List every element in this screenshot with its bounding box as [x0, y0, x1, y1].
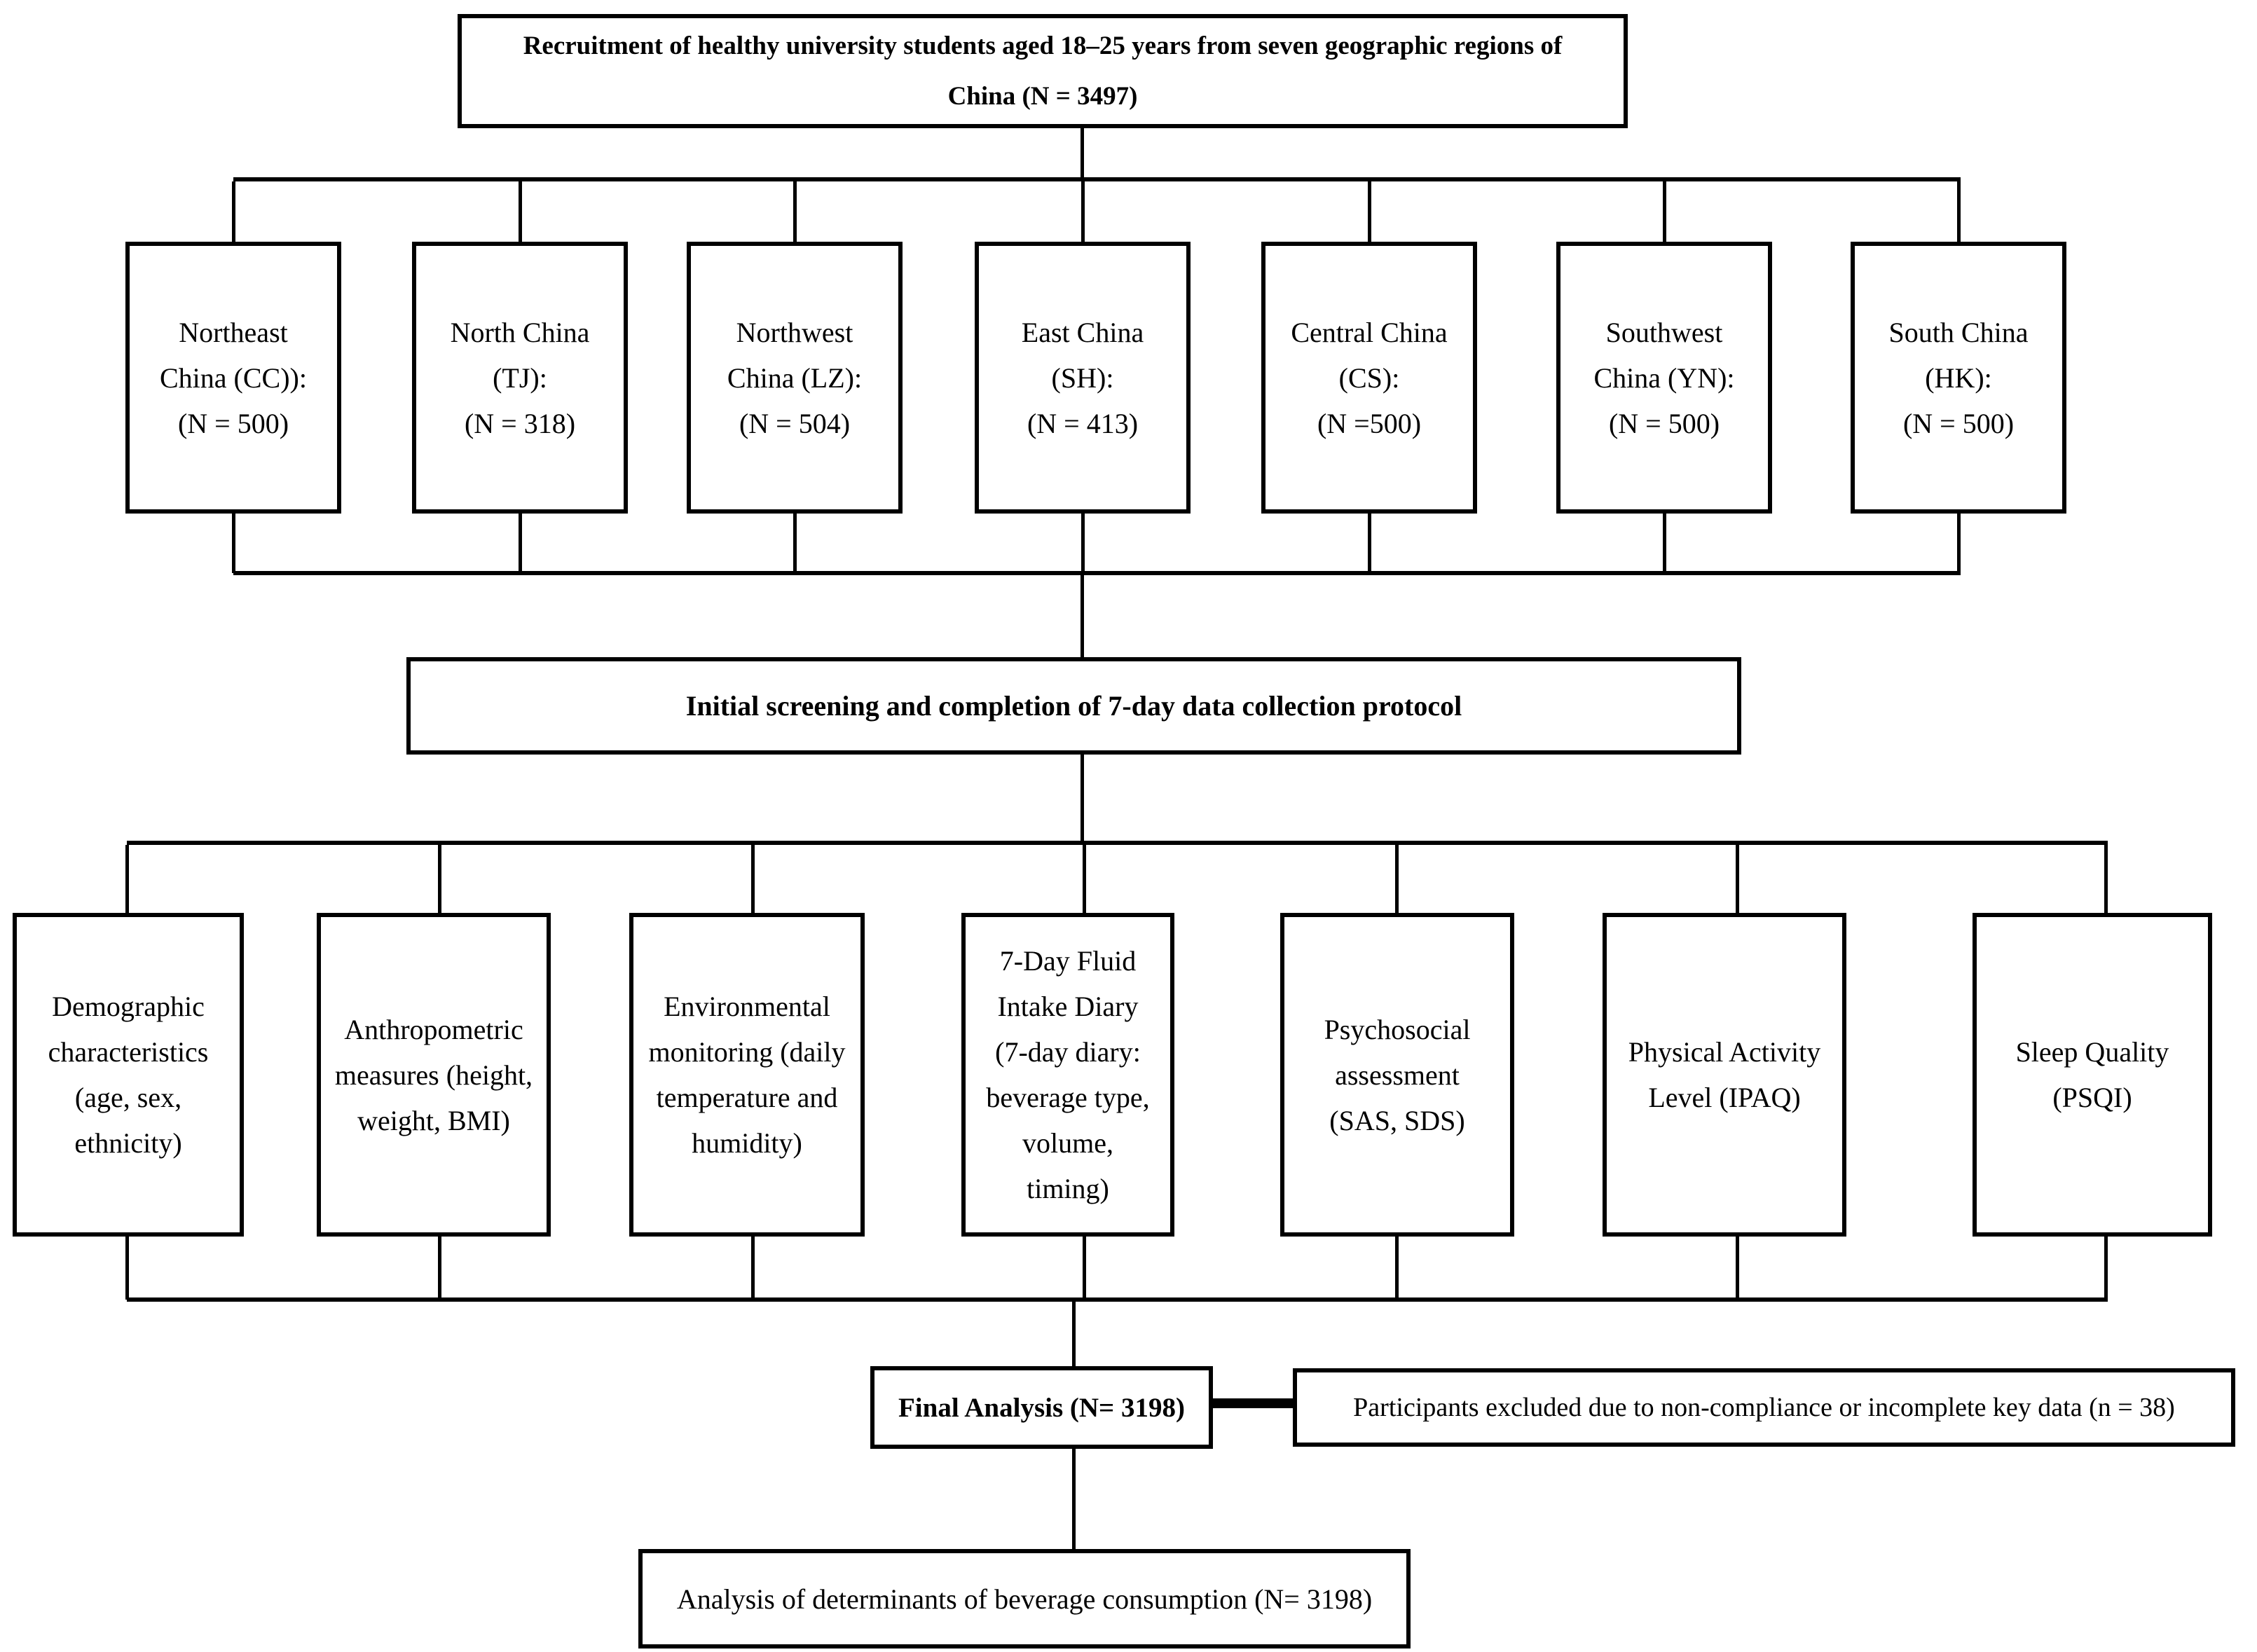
merge-line-region-4 — [1081, 514, 1085, 573]
region-box-northeast: Northeast China (CC)): (N = 500) — [125, 242, 341, 514]
merge-line-region-7 — [1957, 514, 1961, 573]
branch-bar-regions — [233, 177, 1961, 181]
assessment-box-demographic: Demographic characteristics (age, sex, e… — [13, 913, 244, 1237]
region-box-north: North China (TJ): (N = 318) — [412, 242, 628, 514]
merge-line-assessment-2 — [438, 1237, 441, 1300]
connector-top-vertical — [1081, 128, 1084, 179]
merge-line-region-5 — [1368, 514, 1371, 573]
drop-line-region-3 — [793, 181, 797, 242]
region-box-east: East China (SH): (N = 413) — [975, 242, 1191, 514]
merge-line-assessment-3 — [751, 1237, 755, 1300]
assessment-box-physical-activity: Physical Activity Level (IPAQ) — [1603, 913, 1846, 1237]
drop-line-region-5 — [1368, 181, 1371, 242]
region-box-southwest: Southwest China (YN): (N = 500) — [1556, 242, 1772, 514]
analysis-box: Analysis of determinants of beverage con… — [638, 1549, 1411, 1648]
assessment-box-fluid-diary: 7-Day Fluid Intake Diary (7-day diary: b… — [961, 913, 1174, 1237]
branch-bar-assessments — [127, 841, 2108, 845]
drop-line-assessment-2 — [438, 845, 441, 913]
merge-bar-assessments — [127, 1297, 2108, 1302]
drop-line-assessment-3 — [751, 845, 755, 913]
connector-screening-vertical — [1081, 575, 1084, 657]
merge-line-assessment-5 — [1395, 1237, 1399, 1300]
drop-line-assessment-1 — [125, 845, 129, 913]
drop-line-assessment-6 — [1736, 845, 1739, 913]
assessment-box-environmental: Environmental monitoring (daily temperat… — [629, 913, 865, 1237]
drop-line-region-1 — [232, 181, 235, 242]
assessment-box-sleep-quality: Sleep Quality (PSQI) — [1973, 913, 2212, 1237]
merge-line-region-3 — [793, 514, 797, 573]
drop-line-assessment-7 — [2104, 845, 2108, 913]
drop-line-assessment-5 — [1395, 845, 1399, 913]
drop-line-assessment-4 — [1083, 845, 1086, 913]
merge-line-assessment-7 — [2104, 1237, 2108, 1300]
excluded-participants-box: Participants excluded due to non-complia… — [1293, 1368, 2235, 1447]
drop-line-region-4 — [1081, 181, 1085, 242]
merge-line-region-1 — [232, 514, 235, 573]
connector-final-vertical — [1072, 1302, 1076, 1366]
drop-line-region-7 — [1957, 181, 1961, 242]
merge-line-assessment-6 — [1736, 1237, 1739, 1300]
region-box-south: South China (HK): (N = 500) — [1851, 242, 2066, 514]
region-box-northwest: Northwest China (LZ): (N = 504) — [687, 242, 903, 514]
screening-box: Initial screening and completion of 7-da… — [406, 657, 1741, 755]
merge-line-assessment-4 — [1083, 1237, 1086, 1300]
drop-line-region-2 — [519, 181, 522, 242]
connector-screening-out-vertical — [1081, 755, 1084, 841]
merge-line-assessment-1 — [125, 1237, 129, 1300]
merge-line-region-2 — [519, 514, 522, 573]
assessment-box-anthropometric: Anthropometric measures (height, weight,… — [317, 913, 551, 1237]
region-box-central: Central China (CS): (N =500) — [1261, 242, 1477, 514]
recruitment-box: Recruitment of healthy university studen… — [458, 14, 1628, 128]
merge-bar-regions — [233, 571, 1961, 575]
merge-line-region-6 — [1663, 514, 1666, 573]
drop-line-region-6 — [1663, 181, 1666, 242]
connector-excluded-horizontal — [1213, 1398, 1293, 1408]
final-analysis-box: Final Analysis (N= 3198) — [870, 1366, 1213, 1449]
assessment-box-psychosocial: Psychosocial assessment (SAS, SDS) — [1280, 913, 1514, 1237]
connector-analysis-vertical — [1072, 1449, 1076, 1549]
